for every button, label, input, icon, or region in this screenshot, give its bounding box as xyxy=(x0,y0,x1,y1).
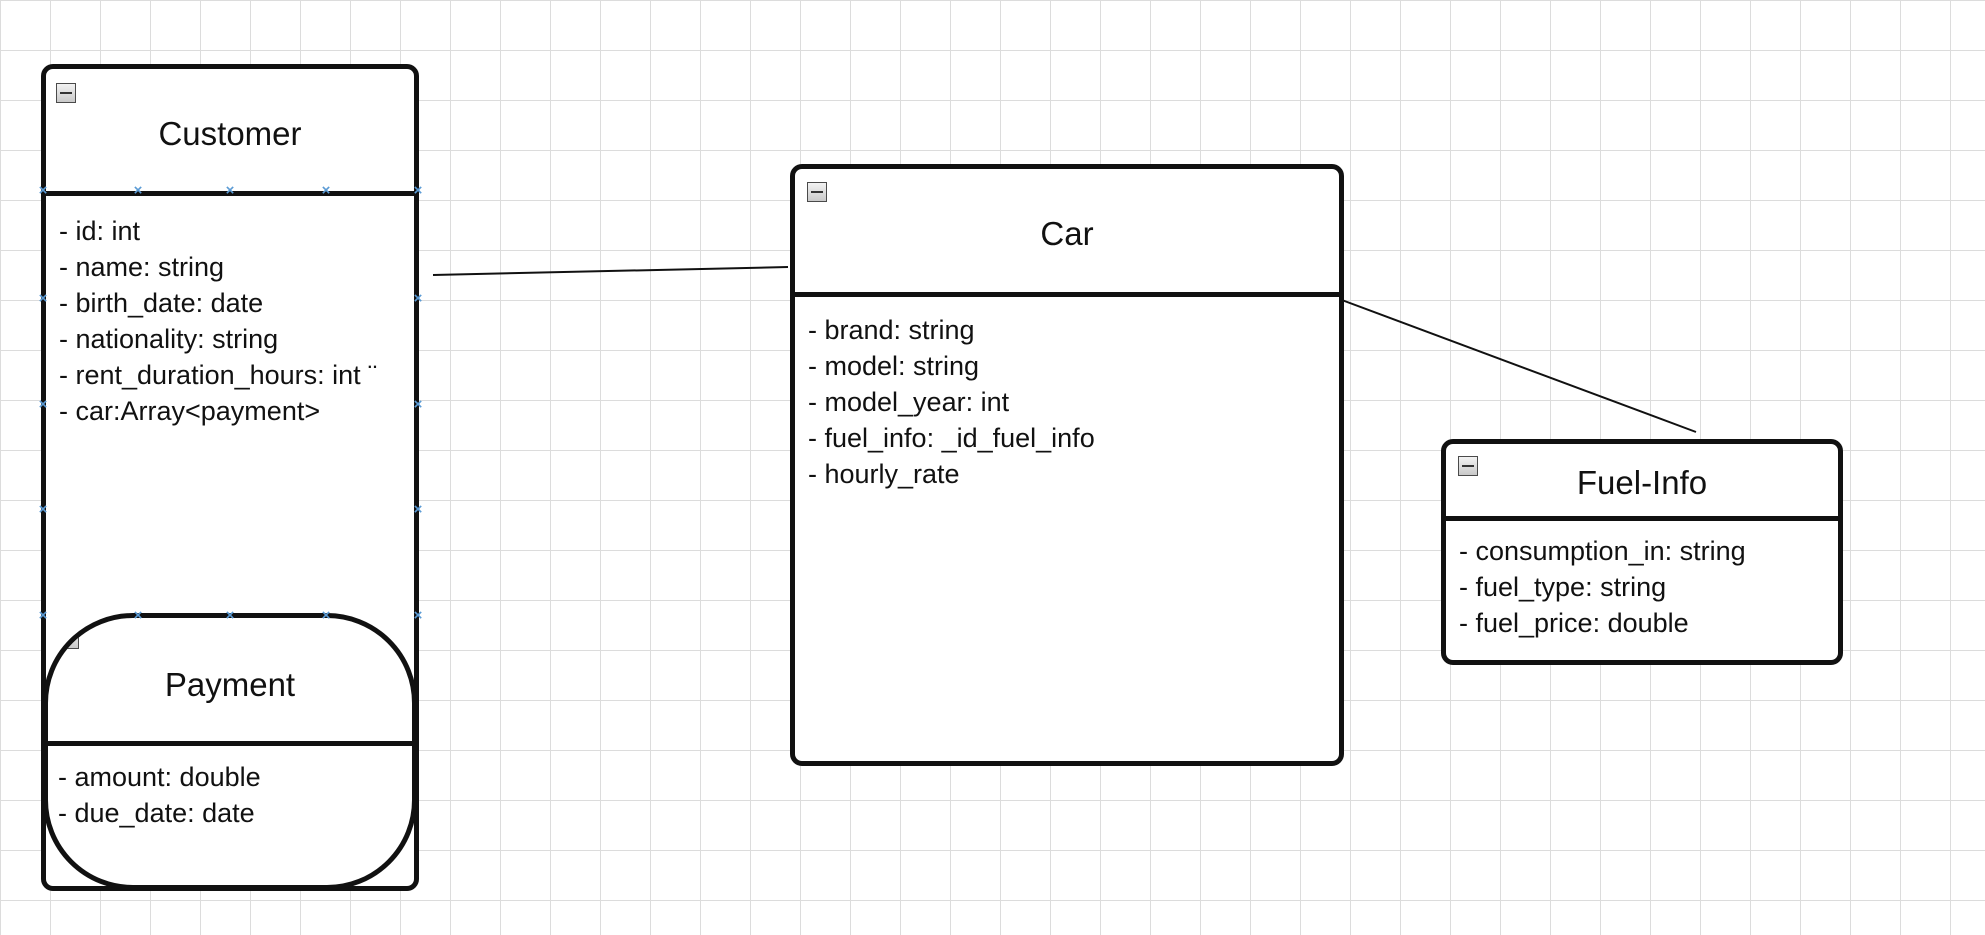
class-fuel-info[interactable]: Fuel-Info - consumption_in: string - fue… xyxy=(1441,439,1843,665)
attribute[interactable]: - car:Array<payment> xyxy=(59,396,321,426)
attribute[interactable]: - fuel_info: _id_fuel_info xyxy=(808,423,1095,453)
attribute[interactable]: - consumption_in: string xyxy=(1459,536,1746,566)
collapse-icon[interactable] xyxy=(1458,456,1478,476)
class-car-title: Car xyxy=(1040,215,1094,252)
collapse-icon[interactable] xyxy=(807,182,827,202)
resize-handle-icon[interactable]: × xyxy=(38,607,48,624)
class-car[interactable]: Car - brand: string - model: string - mo… xyxy=(790,164,1344,766)
attribute[interactable]: - model: string xyxy=(808,351,980,381)
class-fuel-info-title: Fuel-Info xyxy=(1576,464,1708,501)
resize-handle-icon[interactable]: × xyxy=(38,501,48,518)
attribute[interactable]: - brand: string xyxy=(808,315,975,345)
class-car-header[interactable]: Car xyxy=(795,169,1339,297)
resize-handle-icon[interactable]: × xyxy=(321,607,331,624)
connector-customer-car[interactable] xyxy=(432,266,789,276)
resize-handle-icon[interactable]: × xyxy=(413,182,423,199)
resize-handle-icon[interactable]: × xyxy=(38,396,48,413)
resize-handle-icon[interactable]: × xyxy=(413,607,423,624)
collapse-icon[interactable] xyxy=(59,629,79,649)
attribute[interactable]: - due_date: date xyxy=(58,798,255,828)
resize-handle-icon[interactable]: × xyxy=(133,182,143,199)
resize-handle-icon[interactable]: × xyxy=(225,182,235,199)
class-payment-title: Payment xyxy=(164,666,296,703)
resize-handle-icon[interactable]: × xyxy=(413,290,423,307)
attribute[interactable]: - nationality: string xyxy=(59,324,279,354)
resize-handle-icon[interactable]: × xyxy=(38,182,48,199)
attribute[interactable]: - amount: double xyxy=(58,762,261,792)
attribute[interactable]: - fuel_price: double xyxy=(1459,608,1689,638)
resize-handle-icon[interactable]: × xyxy=(413,501,423,518)
attribute[interactable]: - id: int xyxy=(59,216,141,246)
attribute[interactable]: - hourly_rate xyxy=(808,459,960,489)
class-payment-header[interactable]: Payment xyxy=(48,618,412,746)
class-fuel-info-attributes: - consumption_in: string - fuel_type: st… xyxy=(1459,533,1746,641)
class-payment[interactable]: Payment - amount: double - due_date: dat… xyxy=(43,613,417,890)
attribute[interactable]: - name: string xyxy=(59,252,225,282)
class-customer-title: Customer xyxy=(158,115,302,152)
resize-handle-icon[interactable]: × xyxy=(225,607,235,624)
resize-handle-icon[interactable]: × xyxy=(133,607,143,624)
class-customer-attributes: - id: int - name: string - birth_date: d… xyxy=(59,213,377,429)
attribute[interactable]: - birth_date: date xyxy=(59,288,264,318)
attribute[interactable]: - fuel_type: string xyxy=(1459,572,1667,602)
class-car-attributes: - brand: string - model: string - model_… xyxy=(808,312,1095,492)
class-payment-attributes: - amount: double - due_date: date xyxy=(58,759,261,831)
class-fuel-info-header[interactable]: Fuel-Info xyxy=(1446,444,1838,521)
collapse-icon[interactable] xyxy=(56,83,76,103)
resize-handle-icon[interactable]: × xyxy=(38,290,48,307)
resize-handle-icon[interactable]: × xyxy=(321,182,331,199)
connector-car-fuel-info[interactable] xyxy=(1314,289,1697,433)
class-customer-header[interactable]: Customer xyxy=(46,69,414,196)
attribute[interactable]: - model_year: int xyxy=(808,387,1010,417)
resize-handle-icon[interactable]: × xyxy=(413,396,423,413)
attribute[interactable]: - rent_duration_hours: int ¨ xyxy=(59,360,378,390)
